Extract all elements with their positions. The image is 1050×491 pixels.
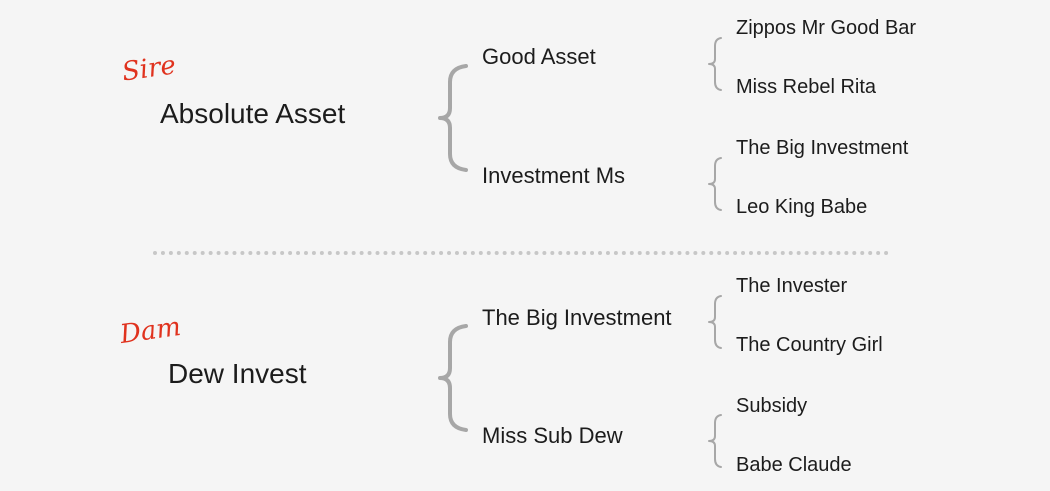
- dam-name: Dew Invest: [168, 358, 307, 389]
- dam-dam-dam-name: Babe Claude: [736, 454, 852, 476]
- sire-dam-sire-name: The Big Investment: [736, 137, 909, 159]
- sire-sire-sire-name: Zippos Mr Good Bar: [736, 17, 917, 39]
- sire-dam-name: Investment Ms: [482, 163, 626, 188]
- dam-main-brace: [438, 324, 468, 432]
- dam-dam-brace: [708, 414, 722, 468]
- sire-name: Absolute Asset: [160, 98, 346, 129]
- dam-dam-name: Miss Sub Dew: [482, 423, 623, 448]
- sire-dam-brace: [708, 157, 722, 211]
- sire-main-brace: [438, 64, 468, 172]
- sire-sire-brace: [708, 37, 722, 91]
- sire-dam-dam-name: Leo King Babe: [736, 196, 868, 218]
- sire-role-label: Sire: [120, 50, 178, 88]
- dam-dam-sire-name: Subsidy: [736, 395, 808, 417]
- dam-sire-brace: [708, 295, 722, 349]
- dam-role-label: Dam: [118, 311, 183, 351]
- dam-sire-name: The Big Investment: [482, 305, 672, 330]
- sire-sire-name: Good Asset: [482, 44, 596, 69]
- dam-sire-sire-name: The Invester: [736, 275, 848, 297]
- dam-sire-dam-name: The Country Girl: [736, 334, 883, 356]
- sire-sire-dam-name: Miss Rebel Rita: [736, 76, 877, 98]
- section-divider: [153, 251, 889, 255]
